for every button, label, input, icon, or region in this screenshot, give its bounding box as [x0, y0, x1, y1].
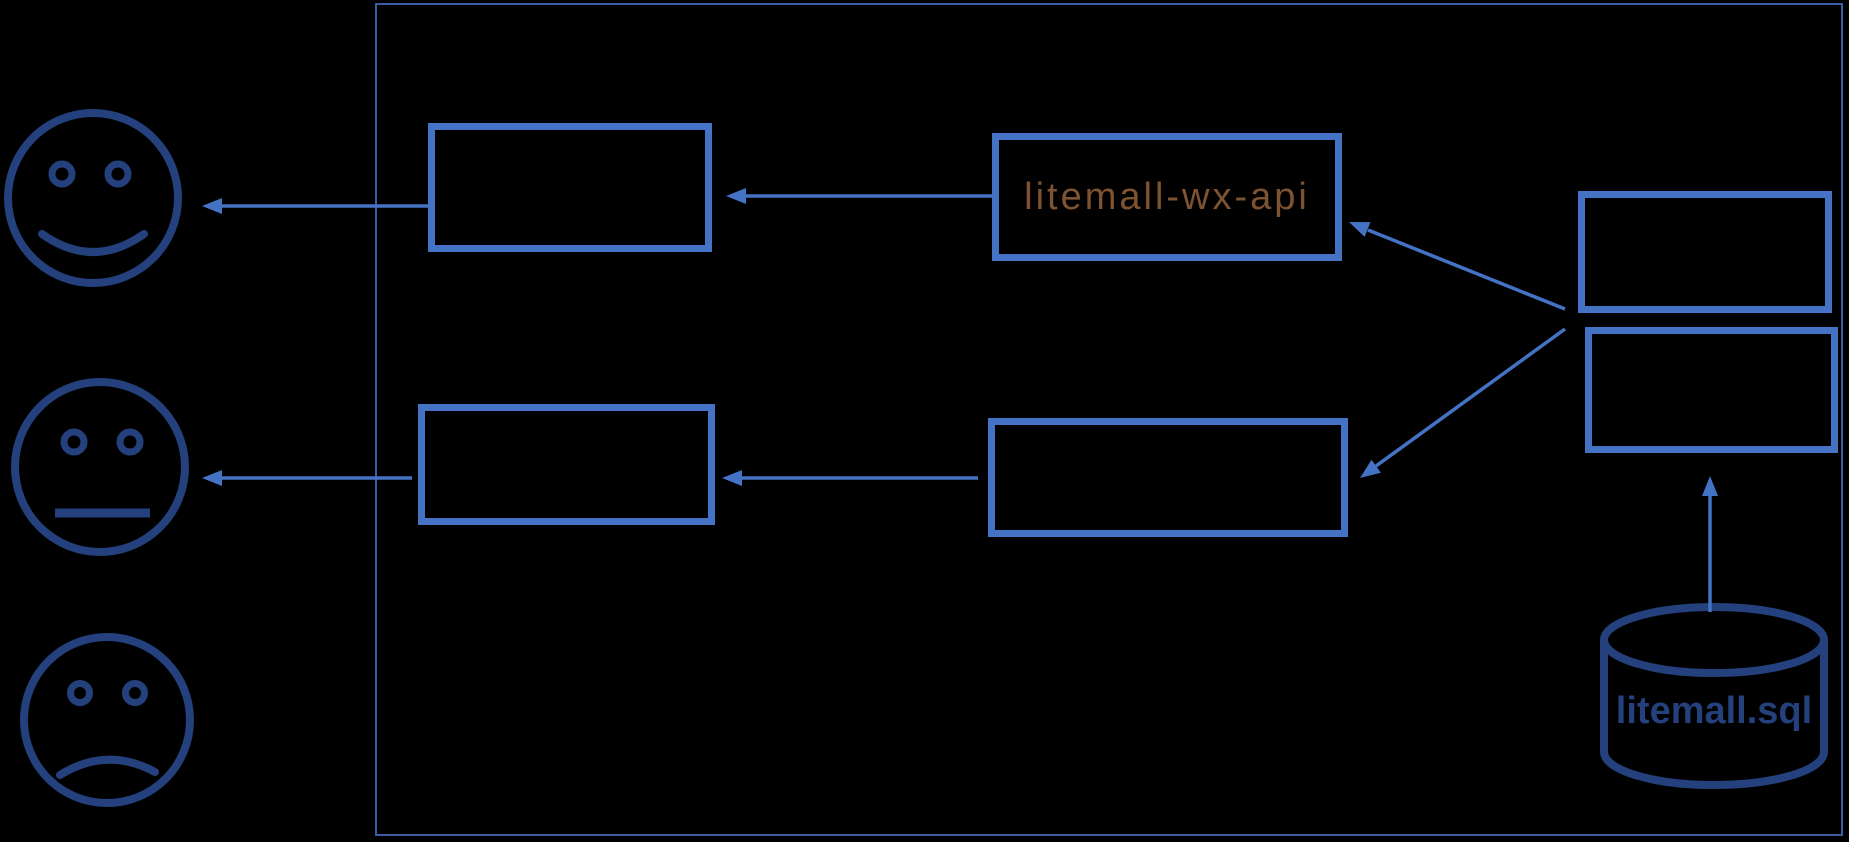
database-cylinder-icon	[1600, 603, 1828, 789]
smiley-sad-icon	[20, 633, 194, 807]
node-wx-app	[428, 123, 712, 252]
system-boundary-frame	[375, 3, 1843, 836]
node-server-bottom	[1585, 327, 1838, 453]
node-litemall-wx-api: litemall-wx-api	[992, 133, 1342, 261]
smiley-happy-icon	[4, 109, 182, 287]
node-admin-api	[988, 418, 1348, 537]
smiley-neutral-icon	[11, 378, 189, 556]
node-admin-app	[418, 404, 715, 525]
database-label: litemall.sql	[1615, 690, 1813, 732]
node-server-top	[1578, 191, 1832, 313]
node-litemall-wx-api-label: litemall-wx-api	[1024, 175, 1310, 218]
